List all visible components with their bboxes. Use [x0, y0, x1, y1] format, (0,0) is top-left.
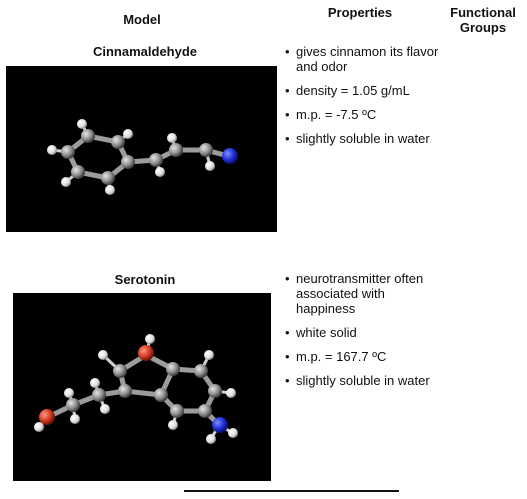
hydrogen-atoms: [34, 334, 238, 444]
carbon-atom: [169, 143, 183, 157]
nitrogen-atom: [212, 417, 228, 433]
carbon-atom: [154, 388, 168, 402]
carbon-atom: [208, 384, 222, 398]
hydrogen-atom: [155, 167, 165, 177]
oxygen-atom-ring: [138, 345, 154, 361]
property-item: neurotransmitter often associated with h…: [284, 271, 444, 316]
carbon-atom: [194, 364, 208, 378]
hydrogen-atom: [64, 388, 74, 398]
carbon-atom: [149, 153, 163, 167]
hydrogen-atom: [226, 388, 236, 398]
molecule-name-serotonin: Serotonin: [114, 272, 176, 287]
header-model: Model: [123, 12, 161, 27]
hydrogen-atom: [228, 428, 238, 438]
carbon-atom: [111, 135, 125, 149]
oxygen-atom-hydroxyl: [39, 409, 55, 425]
carbon-atom: [199, 143, 213, 157]
cinnamaldehyde-model-image: [6, 66, 277, 232]
carbon-atom: [92, 388, 106, 402]
hydrogen-atom: [70, 414, 80, 424]
cinnamaldehyde-properties-list: gives cinnamon its flavor and odor densi…: [284, 44, 454, 155]
carbon-atom: [166, 362, 180, 376]
carbon-atoms: [66, 362, 222, 418]
hydrogen-atom: [168, 420, 178, 430]
carbon-atom: [118, 384, 132, 398]
nitrogen-atom: [222, 148, 238, 164]
header-properties: Properties: [327, 5, 393, 20]
serotonin-ball-and-stick-model: [34, 334, 238, 444]
hydrogen-atom: [77, 119, 87, 129]
hydrogen-atom: [61, 177, 71, 187]
hydrogen-atom: [100, 404, 110, 414]
header-functional-groups: Functional Groups: [450, 5, 516, 35]
property-item: density = 1.05 g/mL: [284, 83, 454, 98]
carbon-atom: [81, 129, 95, 143]
carbon-atom: [170, 404, 184, 418]
serotonin-properties-list: neurotransmitter often associated with h…: [284, 271, 444, 397]
carbon-atom: [198, 404, 212, 418]
hydrogen-atom: [123, 129, 133, 139]
cinnamaldehyde-ball-and-stick-model: [47, 119, 238, 195]
property-item: white solid: [284, 325, 444, 340]
hydrogen-atom: [167, 133, 177, 143]
serotonin-model-image: [13, 293, 271, 481]
hydrogen-atom: [145, 334, 155, 344]
hydrogen-atom: [205, 161, 215, 171]
carbon-atom: [71, 165, 85, 179]
property-item: gives cinnamon its flavor and odor: [284, 44, 454, 74]
carbon-atom: [101, 171, 115, 185]
hydrogen-atom: [90, 378, 100, 388]
carbon-atom: [66, 398, 80, 412]
hydrogen-atom: [206, 434, 216, 444]
hydrogen-atom: [105, 185, 115, 195]
property-item: slightly soluble in water: [284, 373, 444, 388]
hydrogen-atom: [98, 350, 108, 360]
hydrogen-atoms: [47, 119, 215, 195]
hydrogen-atom: [47, 145, 57, 155]
property-item: m.p. = 167.7 ºC: [284, 349, 444, 364]
carbon-atom: [61, 145, 75, 159]
bottom-divider: [184, 490, 399, 492]
property-item: m.p. = -7.5 ºC: [284, 107, 454, 122]
carbon-atom: [113, 364, 127, 378]
carbon-atom: [121, 155, 135, 169]
carbon-atoms: [61, 129, 213, 185]
hydrogen-atom: [34, 422, 44, 432]
property-item: slightly soluble in water: [284, 131, 454, 146]
molecule-name-cinnamaldehyde: Cinnamaldehyde: [92, 44, 198, 59]
hydrogen-atom: [204, 350, 214, 360]
